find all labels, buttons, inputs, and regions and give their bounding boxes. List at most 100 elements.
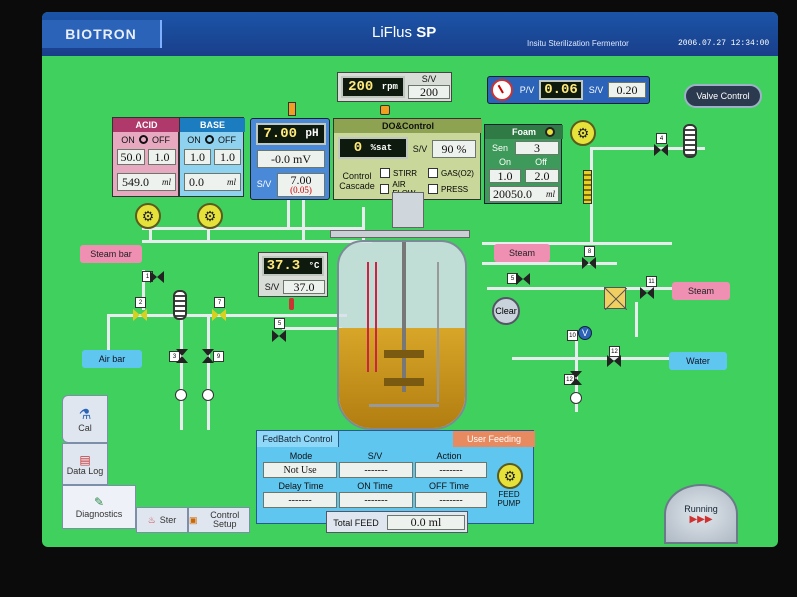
valve-tag: 8	[584, 246, 595, 257]
fb-on[interactable]: -------	[339, 492, 413, 508]
ph-probe-icon	[288, 102, 296, 116]
foam-sen[interactable]: 3	[515, 141, 559, 155]
valve-tag: 9	[213, 351, 224, 362]
tab-diagnostics[interactable]: ✎Diagnostics	[62, 485, 136, 529]
fb-sv-header: S/V	[367, 451, 383, 461]
water-pump-icon[interactable]: V	[578, 326, 592, 340]
valve-tag: 11	[646, 276, 657, 287]
feed-pump-icon[interactable]: ⚙	[497, 463, 523, 489]
fb-off-header: OFF Time	[429, 481, 469, 491]
tab-fedbatch[interactable]: FedBatch Control	[257, 431, 339, 447]
pressure-panel[interactable]: P/V 0.06 S/V 0.20	[487, 76, 650, 104]
feed-pump-label: FEED PUMP	[497, 490, 521, 508]
cascade-gas[interactable]: GAS(O2)	[428, 167, 480, 179]
sparger	[369, 404, 439, 407]
header-bar: BIOTRON LiFlus SP Insitu Sterilization F…	[42, 12, 778, 56]
fb-action[interactable]: -------	[415, 462, 487, 478]
tab-user-feeding[interactable]: User Feeding	[453, 431, 535, 447]
air-bar-label: Air bar	[82, 350, 142, 368]
base-pump-icon[interactable]: ⚙	[197, 203, 223, 229]
tab-cal[interactable]: ⚗Cal	[62, 395, 108, 443]
valve-7-icon[interactable]	[212, 308, 226, 321]
tab-data-log[interactable]: ▤Data Log	[62, 443, 108, 485]
temperature-sv[interactable]: 37.0	[283, 280, 325, 294]
acid-pump-icon[interactable]: ⚙	[135, 203, 161, 229]
valve-3-icon[interactable]	[176, 349, 189, 363]
fb-mode[interactable]: Not Use	[263, 462, 337, 478]
do-sv[interactable]: 90 %	[432, 140, 476, 158]
do-title: DO&Control	[334, 119, 482, 133]
foam-on-value[interactable]: 1.0	[489, 169, 521, 183]
pressure-gauge-icon	[491, 79, 513, 101]
valve-8-icon[interactable]	[582, 256, 596, 269]
subtitle: Insitu Sterilization Fermentor	[527, 39, 629, 48]
acid-off-value[interactable]: 1.0	[148, 149, 176, 165]
valve-2-icon[interactable]	[133, 308, 147, 321]
clear-button[interactable]: Clear	[492, 297, 520, 325]
valve-tag: 7	[214, 297, 225, 308]
cascade-stirr[interactable]: STIRR	[380, 167, 428, 179]
pressure-sv-label: S/V	[588, 85, 604, 95]
running-button[interactable]: Running ▶▶▶	[664, 484, 738, 544]
acid-title: ACID	[113, 118, 180, 132]
ph-sv[interactable]: 7.00 (0.05)	[277, 173, 325, 197]
air-filter-icon	[173, 290, 187, 320]
valve-steam-in-icon[interactable]	[516, 272, 530, 285]
foam-on-label: On	[498, 157, 511, 167]
valve-4-icon[interactable]	[654, 143, 668, 156]
sample-port-icon	[202, 389, 214, 401]
valve-12-icon[interactable]	[607, 354, 621, 367]
app-title: LiFlus SP	[372, 24, 437, 41]
foam-pump-icon[interactable]: ⚙	[570, 120, 596, 146]
agitator-speed: 200 rpm	[341, 76, 405, 98]
fb-delay[interactable]: -------	[263, 492, 337, 508]
valve-1-icon[interactable]	[150, 270, 164, 283]
probe-rod	[375, 262, 377, 372]
valve-5-icon[interactable]	[272, 329, 286, 342]
fb-delay-header: Delay Time	[278, 481, 324, 491]
motor-icon	[380, 105, 390, 115]
fedbatch-panel[interactable]: FedBatch Control User Feeding Mode S/V A…	[256, 430, 535, 524]
acid-on-value[interactable]: 50.0	[117, 149, 145, 165]
foam-off-value[interactable]: 2.0	[525, 169, 559, 183]
temperature-panel[interactable]: 37.3 °C S/V 37.0	[258, 252, 328, 297]
agitator-sv[interactable]: 200	[408, 85, 450, 99]
base-on-value[interactable]: 1.0	[184, 149, 211, 165]
fb-off[interactable]: -------	[415, 492, 487, 508]
agitator-panel[interactable]: 200 rpm S/V 200	[337, 72, 452, 102]
valve-tag: 3	[169, 351, 180, 362]
acid-off-label: OFF	[152, 135, 170, 145]
heat-exchanger-icon	[604, 287, 628, 311]
valve-tag: 4	[656, 133, 667, 144]
base-off-value[interactable]: 1.0	[214, 149, 241, 165]
temperature-probe-icon	[289, 298, 294, 310]
tab-ster[interactable]: ♨Ster	[136, 507, 188, 533]
ph-panel[interactable]: 7.00 pH -0.0 mV S/V 7.00 (0.05)	[250, 118, 330, 200]
do-control-panel[interactable]: DO&Control 0 %sat S/V 90 % Control Casca…	[333, 118, 482, 200]
vessel-body	[337, 240, 467, 430]
valve-control-button[interactable]: Valve Control	[684, 84, 762, 108]
impeller-shaft	[402, 242, 406, 392]
fb-on-header: ON Time	[357, 481, 393, 491]
valve-tag: 5	[274, 318, 285, 329]
cascade-press[interactable]: PRESS	[428, 183, 480, 195]
foam-off-label: Off	[535, 157, 547, 167]
valve-tag: 12	[609, 346, 620, 357]
valve-9-icon[interactable]	[202, 349, 215, 363]
valve-drain-icon[interactable]	[570, 371, 583, 385]
fb-mode-header: Mode	[289, 451, 313, 461]
run-arrows-icon: ▶▶▶	[689, 513, 713, 525]
valve-11-icon[interactable]	[640, 286, 654, 299]
tab-control-setup[interactable]: ▣Control Setup	[188, 507, 250, 533]
temperature-value: 37.3 °C	[262, 256, 324, 276]
pressure-sv[interactable]: 0.20	[608, 82, 646, 98]
impeller-lower	[384, 378, 424, 386]
log-icon: ▤	[79, 452, 91, 467]
fb-sv[interactable]: -------	[339, 462, 413, 478]
total-feed-panel: Total FEED 0.0 ml	[326, 511, 468, 533]
foam-sen-label: Sen	[491, 143, 508, 153]
